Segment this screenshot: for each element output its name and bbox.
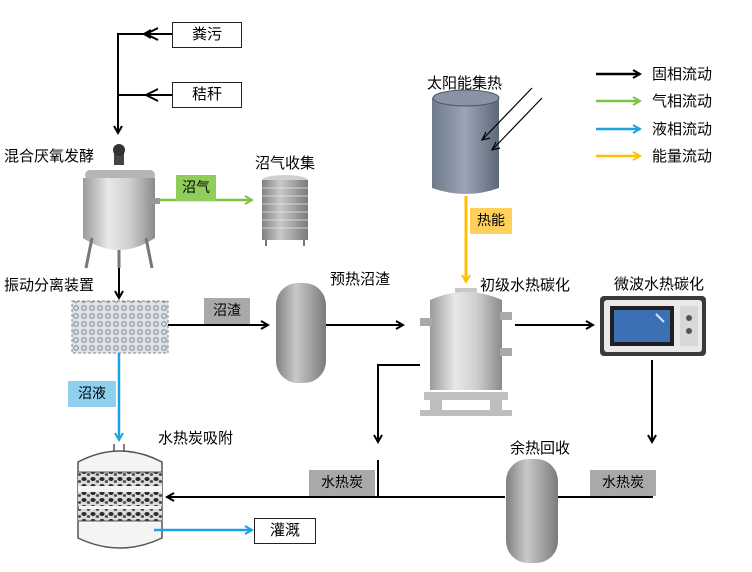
- hydrochar-tag-left: 水热炭: [309, 470, 375, 496]
- input-flow-lines: [118, 34, 172, 133]
- hydrochar-adsorb-label: 水热炭吸附: [158, 429, 234, 447]
- primary-reactor-icon: [420, 288, 512, 416]
- preheat-label: 预热沼渣: [330, 270, 391, 288]
- preheat-tank-icon: [276, 283, 326, 383]
- digestate-solid-tag: 沼渣: [204, 298, 250, 324]
- microwave-htc-label: 微波水热碳化: [614, 275, 705, 293]
- feces-input-box: 粪污: [172, 22, 242, 48]
- biogas-holder-icon: [262, 175, 308, 246]
- primary-to-hydrochar-arrow: [378, 364, 420, 442]
- legend-arrows: [596, 74, 640, 156]
- heat-tag: 热能: [470, 208, 512, 234]
- legend-energy-label: 能量流动: [652, 147, 713, 165]
- separator-label: 振动分离装置: [4, 276, 95, 294]
- legend-solid-label: 固相流动: [652, 65, 713, 83]
- feces-arrowhead: [143, 27, 159, 41]
- microwave-oven-icon: [600, 296, 706, 356]
- straw-input-box: 秸秆: [172, 82, 242, 108]
- irrigation-box: 灌溉: [254, 518, 316, 544]
- digester-label: 混合厌氧发酵: [4, 147, 95, 165]
- solar-collector-icon: [432, 87, 543, 194]
- biogas-collect-label: 沼气收集: [255, 154, 316, 172]
- solar-label: 太阳能集热: [427, 74, 503, 92]
- straw-arrowhead: [143, 88, 159, 102]
- legend-gas-label: 气相流动: [652, 92, 713, 110]
- biogas-tag: 沼气: [176, 175, 216, 201]
- hydrochar-adsorber-icon: [77, 444, 163, 549]
- primary-htc-label: 初级水热碳化: [480, 276, 571, 294]
- separator-screen-icon: [71, 300, 169, 354]
- legend-liquid-label: 液相流动: [652, 120, 713, 138]
- hydrochar-tag-right: 水热炭: [590, 470, 656, 496]
- feces-label: 粪污: [191, 25, 222, 43]
- digestate-liquid-tag: 沼液: [68, 381, 116, 407]
- straw-label: 秸秆: [191, 85, 222, 103]
- irrigation-label: 灌溉: [269, 521, 300, 539]
- heat-recovery-label: 余热回收: [510, 439, 571, 457]
- heat-recovery-tank-icon: [506, 459, 558, 563]
- digester-tank-icon: [83, 144, 160, 269]
